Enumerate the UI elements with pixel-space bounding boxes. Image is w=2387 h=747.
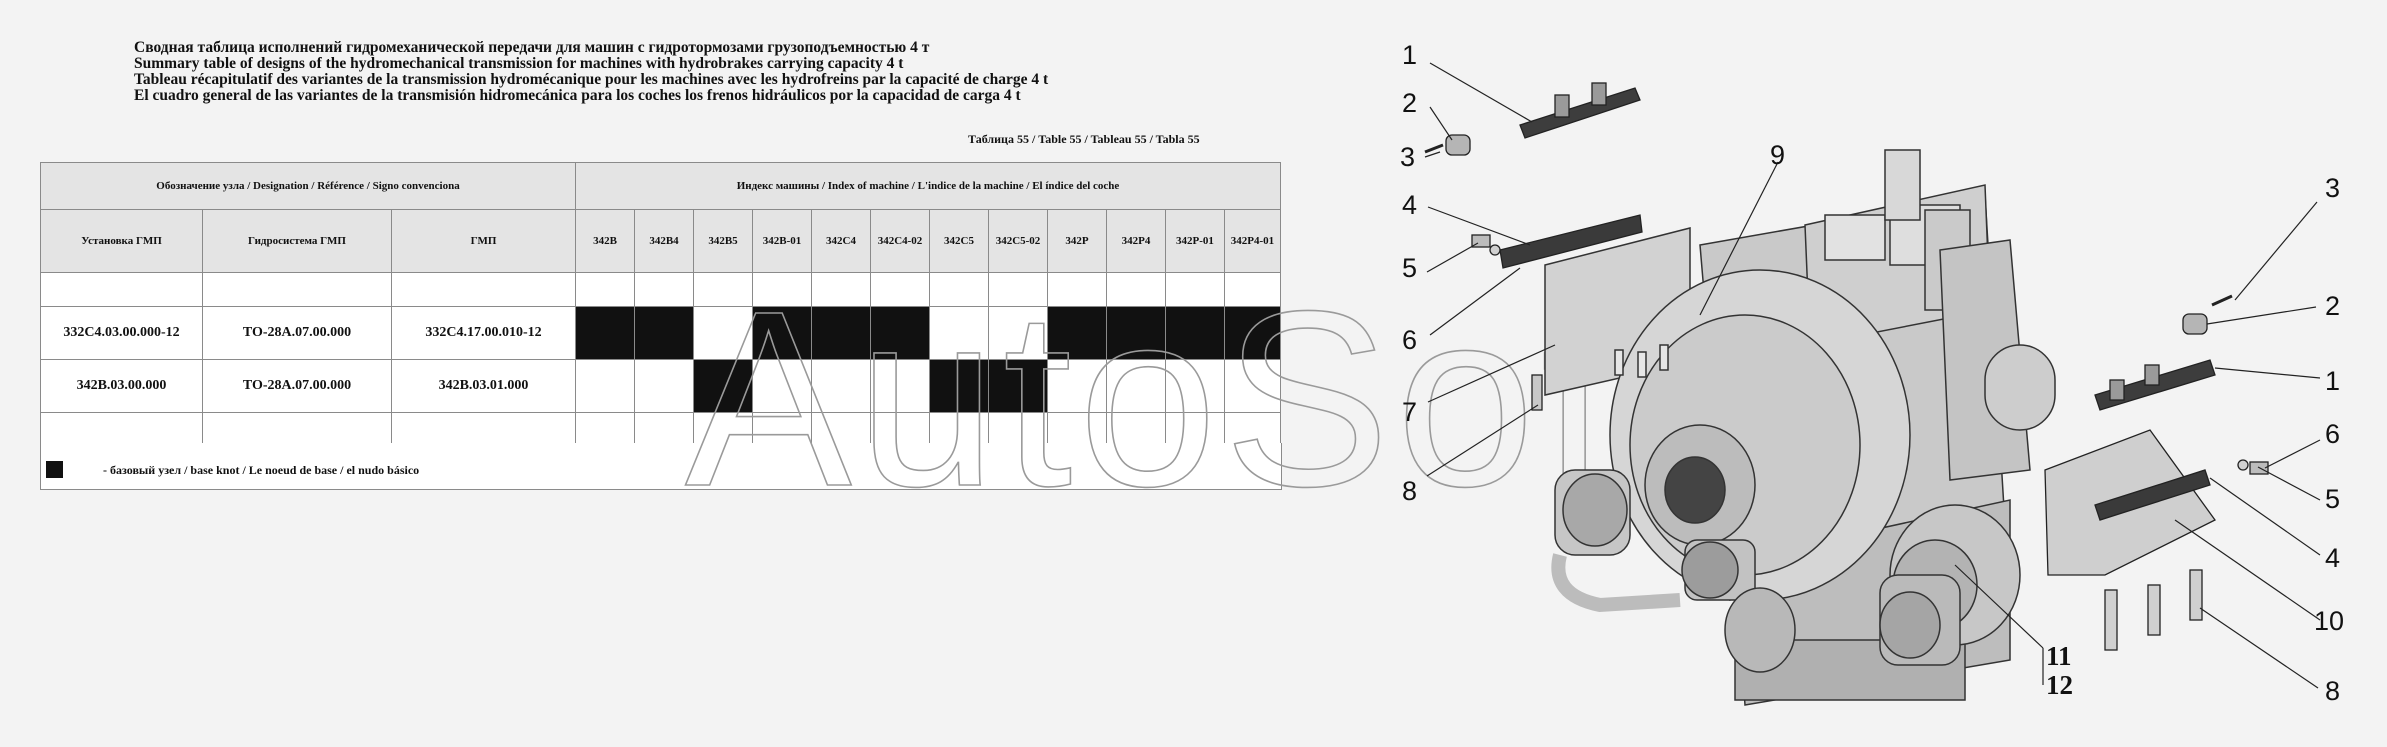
table-row: 342В.03.00.000 ТО-28А.07.00.000 342В.03.… (40, 359, 1281, 413)
header-designation: Обозначение узла / Designation / Référen… (40, 162, 576, 210)
header-gmp: ГМП (391, 209, 576, 273)
mark-cell-filled (1106, 306, 1166, 360)
mark-cell (1047, 359, 1107, 413)
mark-cell-filled (870, 306, 930, 360)
callout-9: 9 (1770, 140, 1785, 170)
callout-1-right: 1 (2325, 366, 2340, 396)
cell-gmp: 342В.03.01.000 (391, 359, 576, 413)
callout-3-left: 3 (1400, 142, 1415, 172)
watermark: AutoSoft (685, 259, 1692, 538)
cell-install: 342В.03.00.000 (40, 359, 203, 413)
callout-4-left: 4 (1402, 190, 1417, 220)
callout-10: 10 (2314, 606, 2344, 636)
callout-6-left: 6 (1402, 325, 1417, 355)
callout-8-left: 8 (1402, 476, 1417, 506)
mark-cell (693, 306, 753, 360)
callout-5-left: 5 (1402, 253, 1417, 283)
header-machine: 342Р4-01 (1224, 209, 1281, 273)
right-fastener-parts (2044, 294, 2269, 651)
header-hydrosystem: Гидросистема ГМП (202, 209, 392, 273)
callout-6-right: 6 (2325, 419, 2340, 449)
legend-text: - базовый узел / base knot / Le noeud de… (103, 463, 420, 477)
header-machine: 342С4-02 (870, 209, 930, 273)
header-machine: 342С5 (929, 209, 989, 273)
header-machine: 342В4 (634, 209, 694, 273)
mark-cell-filled (1224, 306, 1281, 360)
mark-cell (1165, 359, 1225, 413)
callout-12: 12 (2046, 670, 2073, 700)
table-row: 332С4.03.00.000-12 ТО-28А.07.00.000 332С… (40, 306, 1281, 360)
cell-hydrosystem: ТО-28А.07.00.000 (202, 306, 392, 360)
mark-cell-filled (929, 359, 989, 413)
transmission-housing (1544, 149, 2056, 706)
mark-cell (1224, 359, 1281, 413)
callout-2-left: 2 (1402, 88, 1417, 118)
legend-swatch (46, 461, 63, 478)
mark-cell-filled (988, 359, 1048, 413)
left-fastener-parts (1424, 82, 1643, 411)
mark-cell (634, 359, 694, 413)
callout-4-right: 4 (2325, 543, 2340, 573)
header-machine: 342Р-01 (1165, 209, 1225, 273)
mark-cell-filled (1165, 306, 1225, 360)
legend: - базовый узел / base knot / Le noeud de… (40, 443, 1282, 490)
designs-table: Обозначение узла / Designation / Référen… (40, 162, 1281, 447)
title-en: Summary table of designs of the hydromec… (134, 55, 904, 72)
header-machine: 342С4 (811, 209, 871, 273)
title-es: El cuadro general de las variantes de la… (134, 87, 1021, 104)
cell-hydrosystem: ТО-28А.07.00.000 (202, 359, 392, 413)
header-machine: 342В-01 (752, 209, 812, 273)
callout-11: 11 (2046, 641, 2072, 671)
title-fr: Tableau récapitulatif des variantes de l… (134, 71, 1049, 88)
callout-8-right: 8 (2325, 676, 2340, 706)
callout-2-right: 2 (2325, 291, 2340, 321)
table-caption: Таблица 55 / Table 55 / Tableau 55 / Tab… (968, 132, 1200, 146)
header-machine: 342Р (1047, 209, 1107, 273)
table-row-spacer (40, 272, 1281, 307)
cell-install: 332С4.03.00.000-12 (40, 306, 203, 360)
callout-7-left: 7 (1402, 397, 1417, 427)
callout-5-right: 5 (2325, 484, 2340, 514)
mark-cell-filled (693, 359, 753, 413)
header-machine-index: Индекс машины / Index of machine / L'ind… (575, 162, 1281, 210)
mark-cell-filled (634, 306, 694, 360)
leader-lines (1424, 62, 2321, 689)
header-machine: 342В5 (693, 209, 753, 273)
callout-3-right: 3 (2325, 173, 2340, 203)
callout-1-left: 1 (1402, 40, 1417, 70)
table-row-spacer (40, 412, 1281, 447)
mark-cell-filled (1047, 306, 1107, 360)
document-title-block: Сводная таблица исполнений гидромеханиче… (134, 40, 1048, 104)
callouts: 1 2 3 4 5 6 7 8 9 3 2 1 6 5 4 10 8 11 12 (1400, 40, 2344, 706)
header-install: Установка ГМП (40, 209, 203, 273)
title-ru: Сводная таблица исполнений гидромеханиче… (134, 39, 930, 56)
